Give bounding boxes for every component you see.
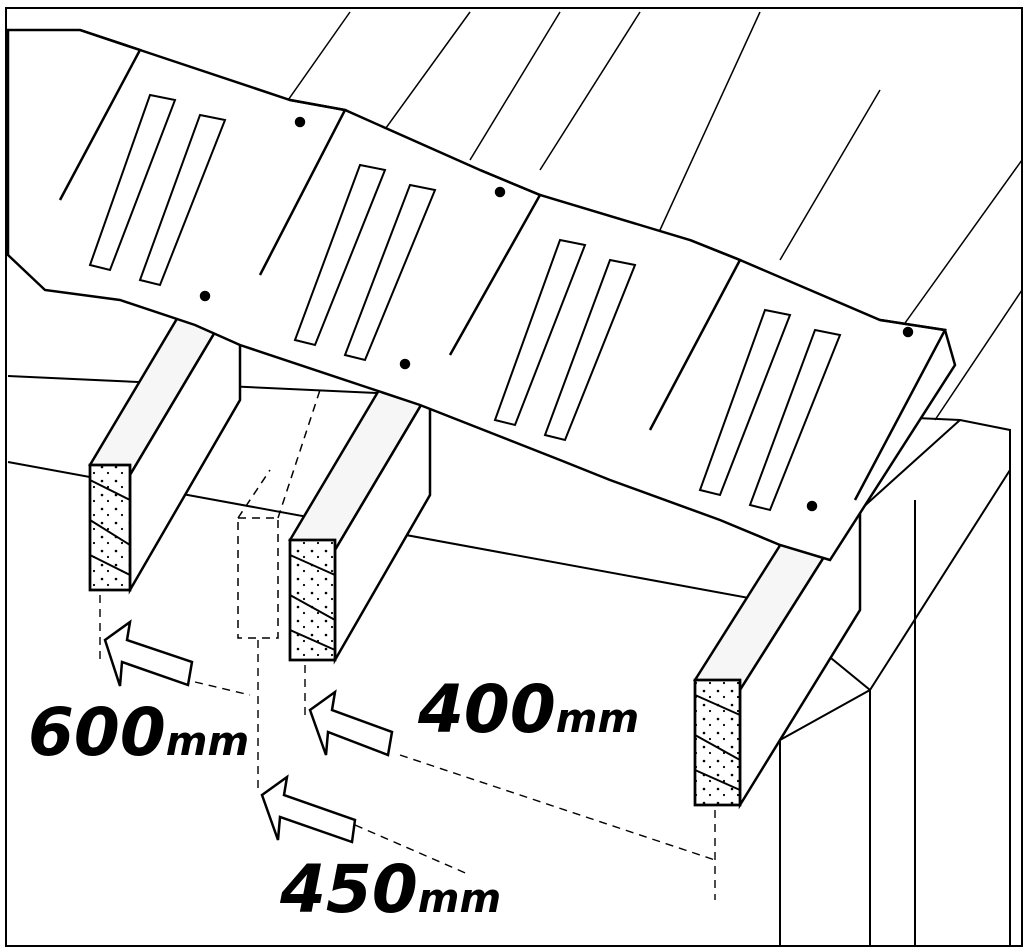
- arrow-450: [260, 774, 357, 844]
- spacing-arrows: [103, 619, 394, 844]
- dimension-leaders: [99, 595, 716, 900]
- label-450: 450mm: [279, 851, 501, 928]
- ghost-rafter: [237, 389, 321, 639]
- rafters: [88, 278, 863, 810]
- rafter-2: [288, 378, 432, 665]
- corrugated-sheet: [6, 28, 957, 562]
- arrow-400: [308, 689, 394, 757]
- label-600: 600mm: [28, 694, 249, 771]
- arrow-600: [103, 619, 194, 687]
- label-400: 400mm: [417, 671, 639, 748]
- rafter-1: [88, 278, 242, 595]
